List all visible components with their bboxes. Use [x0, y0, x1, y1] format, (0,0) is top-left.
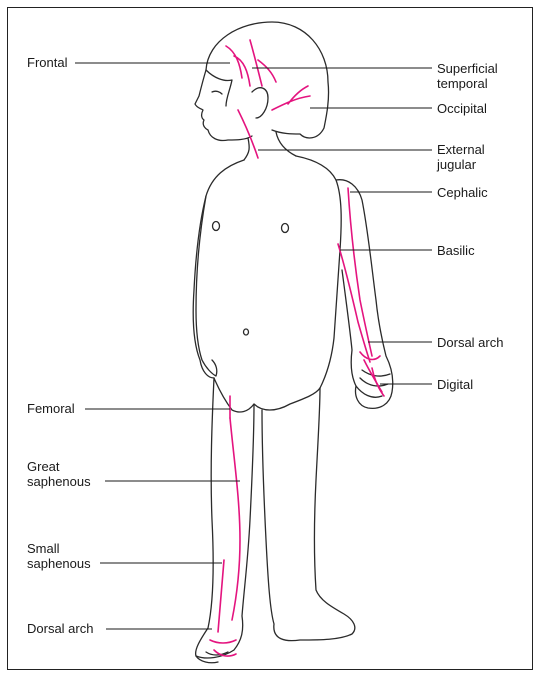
occipital-vein — [272, 86, 310, 110]
label-digital: Digital — [437, 377, 473, 392]
right-arm-outline — [336, 180, 393, 409]
label-cephalic: Cephalic — [437, 185, 488, 200]
label-frontal: Frontal — [27, 55, 67, 70]
external-jugular-vein — [238, 110, 258, 158]
label-small-saphenous: Small saphenous — [27, 541, 91, 571]
nipple-left — [213, 222, 220, 231]
neck-outline-back — [276, 132, 296, 156]
torso-right-outline — [296, 156, 341, 388]
hair-fringe — [206, 70, 232, 106]
navel — [244, 329, 249, 335]
eye-outline — [212, 91, 222, 94]
great-saphenous-vein — [230, 418, 240, 620]
label-basilic: Basilic — [437, 243, 475, 258]
label-occipital: Occipital — [437, 101, 487, 116]
torso-left-outline — [193, 160, 244, 378]
label-great-saphenous: Great saphenous — [27, 459, 91, 489]
small-saphenous-vein — [218, 560, 224, 632]
superficial-temporal-vein — [250, 40, 276, 86]
label-dorsal-arch-foot: Dorsal arch — [27, 621, 93, 636]
label-external-jugular: External jugular — [437, 142, 485, 172]
label-femoral: Femoral — [27, 401, 75, 416]
label-dorsal-arch-hand: Dorsal arch — [437, 335, 503, 350]
label-superficial-temporal: Superficial temporal — [437, 61, 498, 91]
neck-outline — [244, 138, 249, 160]
left-leg-outline — [196, 378, 254, 658]
nipple-right — [282, 224, 289, 233]
right-leg-outline — [262, 388, 355, 641]
ear-outline — [252, 88, 268, 118]
